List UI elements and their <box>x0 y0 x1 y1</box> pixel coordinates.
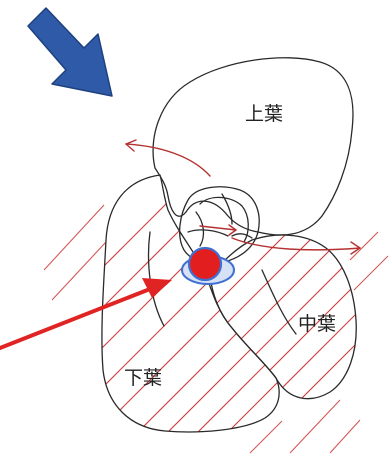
arrow-down-right-icon <box>28 8 112 96</box>
dot-marker-icon <box>182 248 234 284</box>
middle-lobe-label: 中葉 <box>298 313 336 335</box>
lower-lobe-outline <box>102 175 279 432</box>
middle-lobe-inner-stroke <box>262 270 296 334</box>
upper-lobe-label: 上葉 <box>245 103 283 125</box>
arrow-up-right-icon <box>0 278 172 348</box>
hilum-structures <box>180 187 260 264</box>
lower-lobe-label: 下葉 <box>124 367 162 389</box>
outer-hatch-strokes <box>44 205 388 453</box>
upper-lobe-outline <box>153 58 353 235</box>
rotation-arrows <box>126 140 360 254</box>
